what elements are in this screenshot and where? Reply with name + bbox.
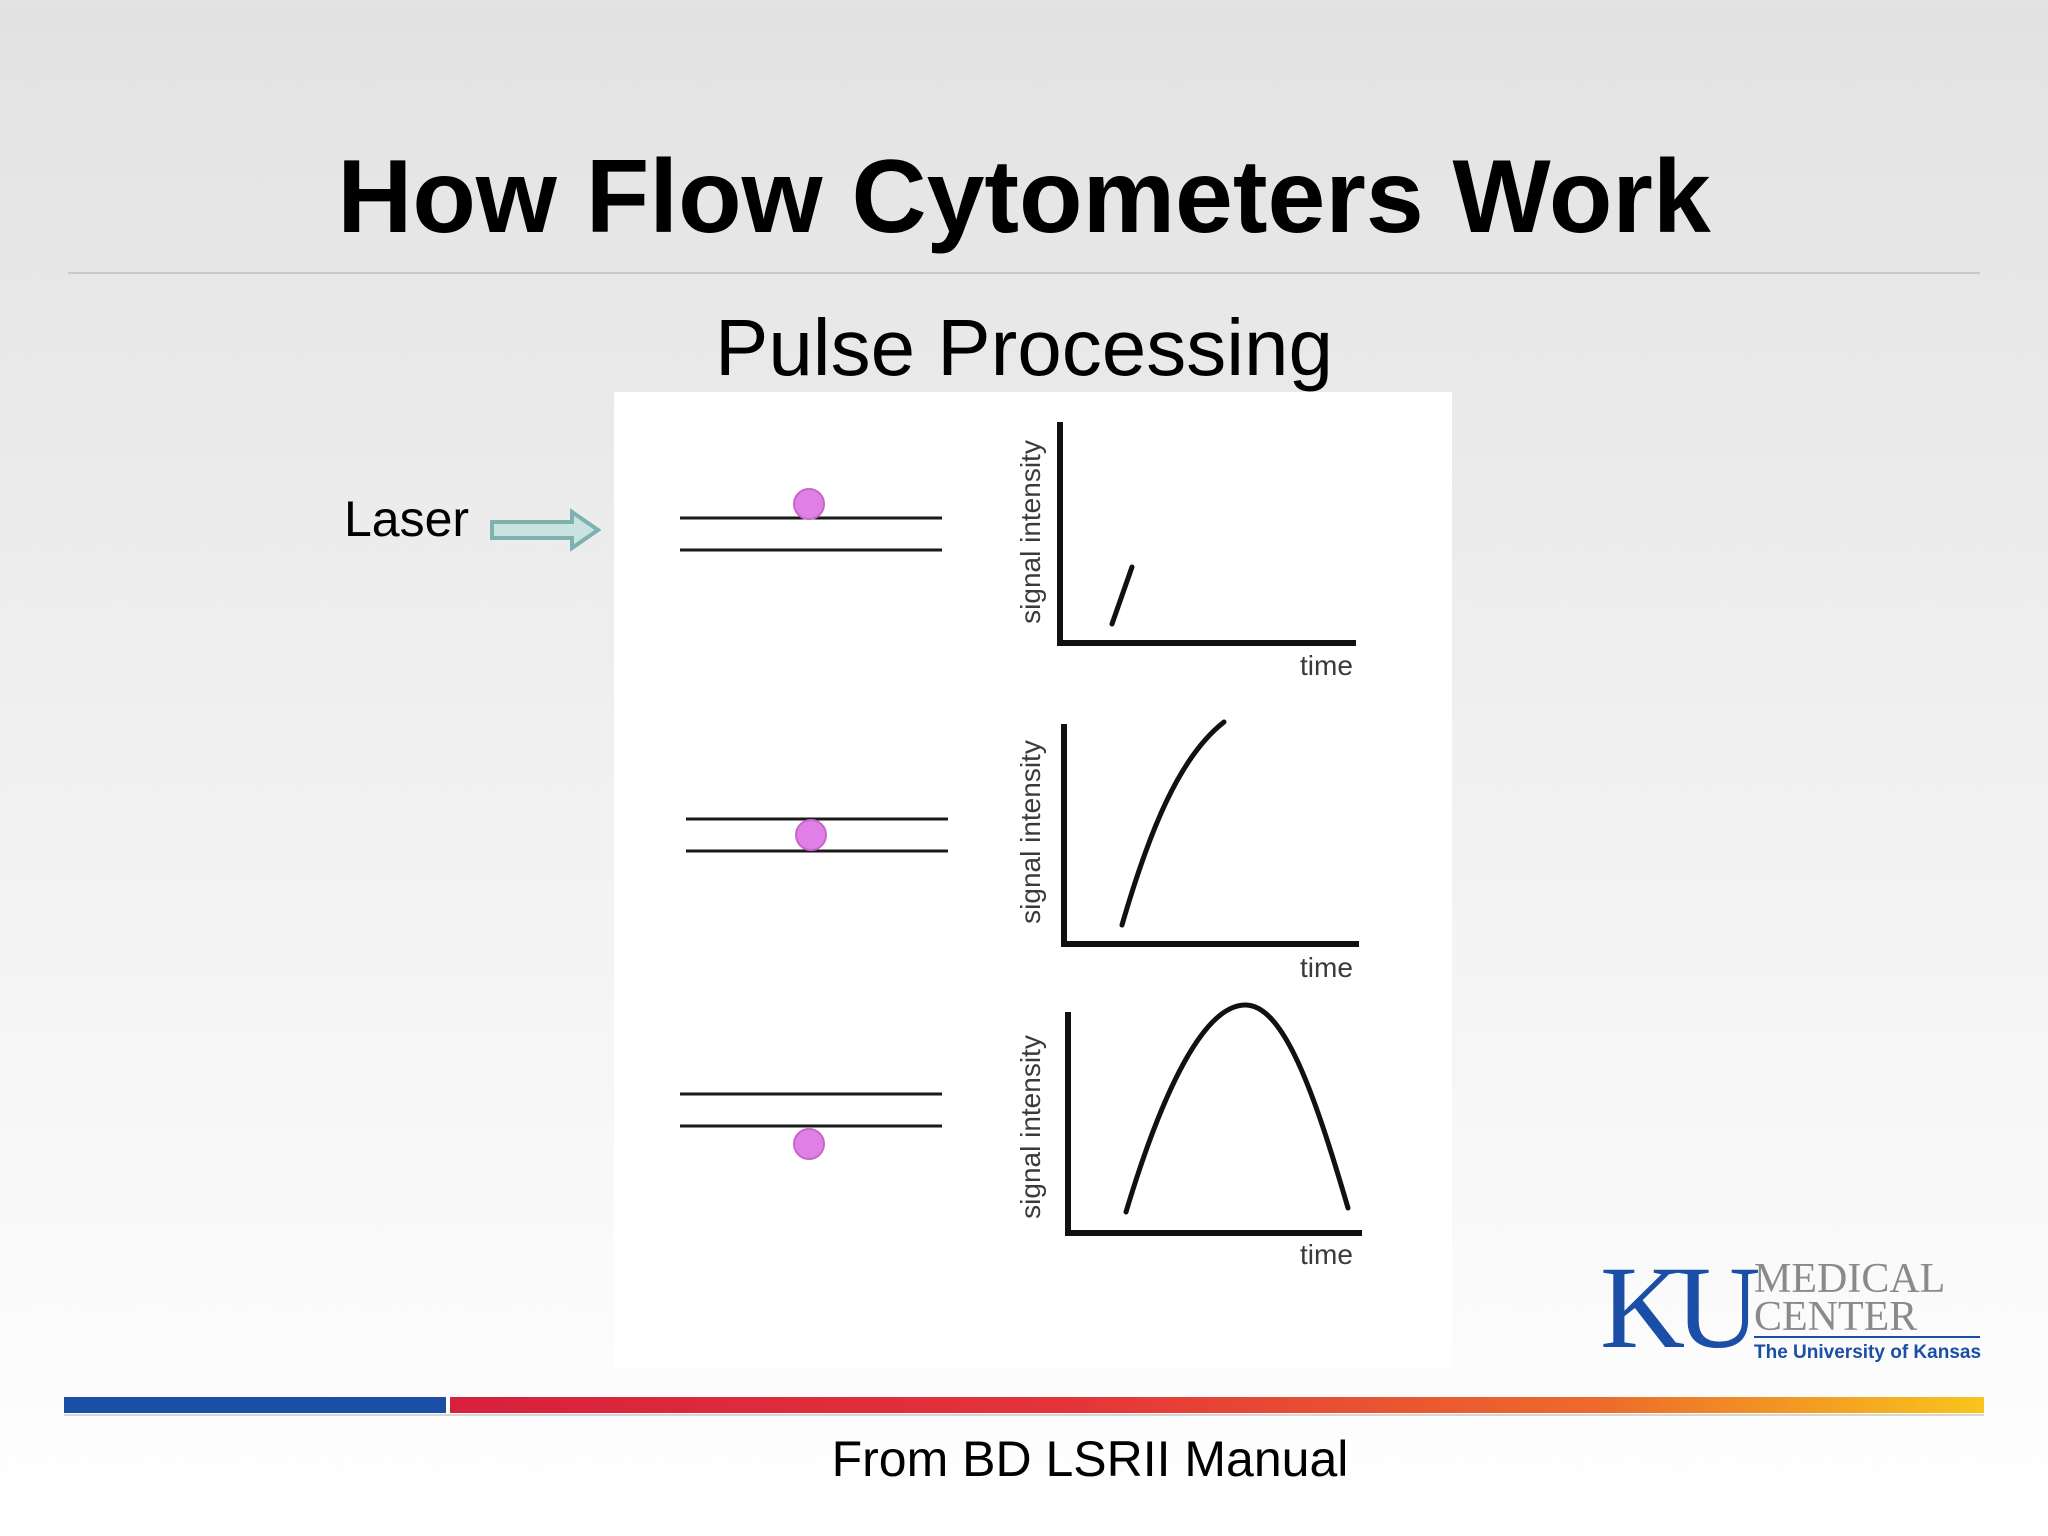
ku-medical-center-logo: KU MEDICAL CENTER The University of Kans…: [1600, 1252, 1981, 1372]
panel-3: signal intensity time: [680, 1002, 1362, 1270]
panel-2: signal intensity time: [686, 719, 1359, 983]
footer-bar-blue: [64, 1397, 446, 1413]
panel-1: signal intensity time: [680, 422, 1356, 681]
laser-arrow-icon: [490, 508, 602, 552]
xlabel-3: time: [1300, 1239, 1353, 1270]
ylabel-3: signal intensity: [1015, 1035, 1046, 1219]
cell-1: [793, 488, 825, 520]
footer-rule: [64, 1414, 1984, 1416]
cell-2: [795, 819, 827, 851]
xlabel-2: time: [1300, 952, 1353, 983]
xlabel-1: time: [1300, 650, 1353, 681]
pulse-processing-diagram: signal intensity time signal intensity t…: [614, 392, 1452, 1367]
ylabel-2: signal intensity: [1015, 740, 1046, 924]
footer-bar-gradient: [450, 1397, 1984, 1413]
slide-subtitle: Pulse Processing: [714, 303, 1334, 392]
signal-curve-2: [1119, 719, 1227, 928]
plot-axes-2: [1061, 724, 1359, 947]
plot-axes-1: [1057, 422, 1356, 646]
slide-title: How Flow Cytometers Work: [337, 139, 1711, 255]
source-caption: From BD LSRII Manual: [831, 1431, 1349, 1487]
pulse-diagram-svg: signal intensity time signal intensity t…: [680, 422, 1362, 1270]
plot-axes-3: [1065, 1012, 1362, 1236]
footer-color-bar: [64, 1397, 1984, 1413]
signal-curve-1: [1109, 564, 1135, 627]
cell-3: [793, 1128, 825, 1160]
ylabel-1: signal intensity: [1015, 440, 1046, 624]
footer-bar-gap: [446, 1397, 450, 1413]
logo-line1: MEDICAL: [1754, 1256, 1945, 1302]
laser-label: Laser: [344, 491, 470, 547]
logo-line2: CENTER: [1754, 1294, 1917, 1340]
signal-curve-3: [1123, 1002, 1351, 1215]
title-divider: [68, 272, 1980, 274]
logo-tagline: The University of Kansas: [1754, 1342, 1981, 1363]
logo-letters: KU: [1600, 1252, 1758, 1372]
